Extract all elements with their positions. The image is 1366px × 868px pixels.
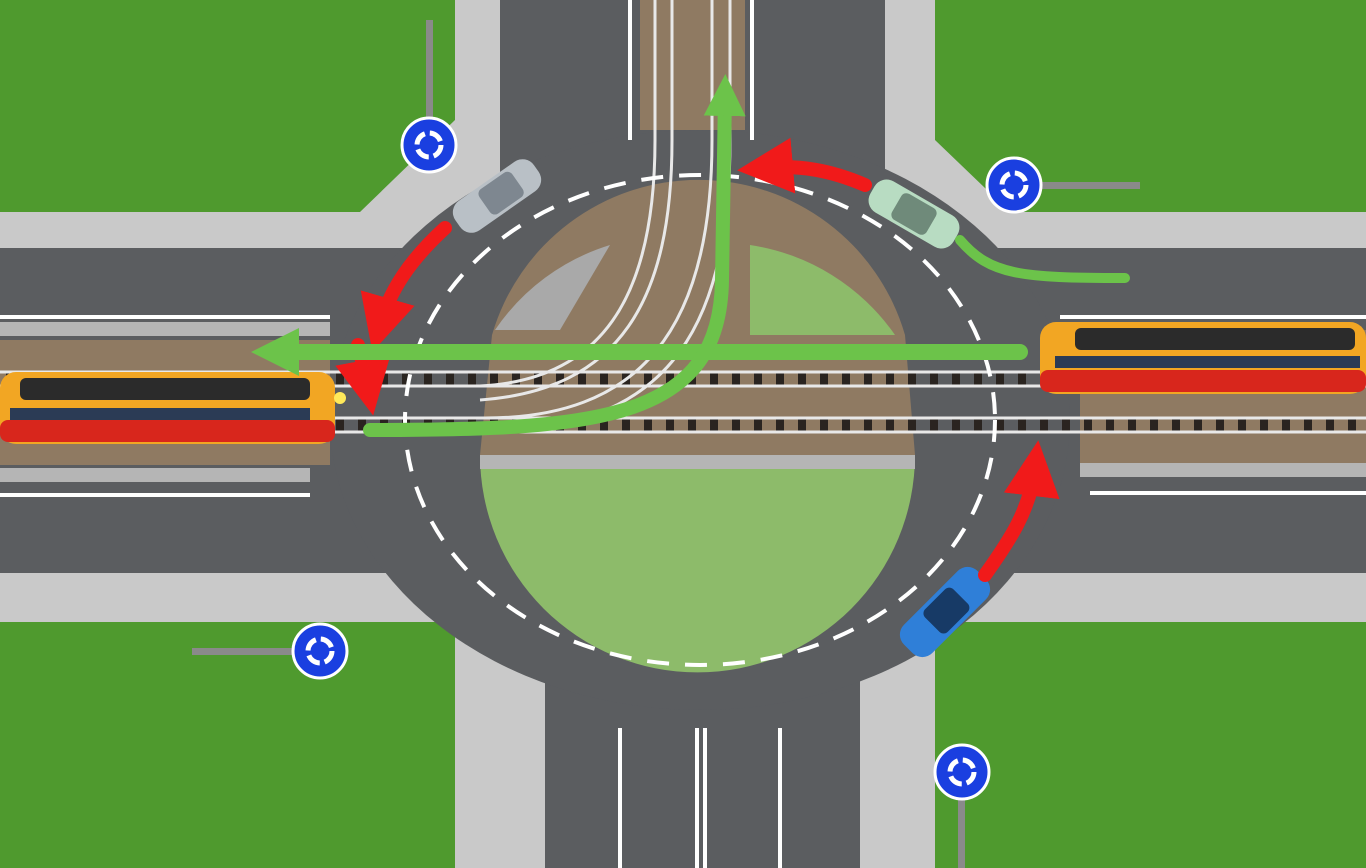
movement-arrows — [251, 74, 1130, 582]
roundabout-sign-icon — [400, 20, 458, 174]
tram-kerb — [0, 468, 310, 482]
arrow-icon — [363, 74, 746, 437]
car-mint — [868, 179, 960, 249]
arrow-icon — [360, 221, 452, 352]
car-blue — [899, 566, 991, 658]
arrow-icon — [737, 137, 872, 194]
tram-west — [0, 372, 346, 444]
roundabout-sign-icon — [933, 743, 991, 868]
roundabout-sign-icon — [985, 156, 1140, 214]
tram-kerb — [1080, 463, 1366, 477]
tram-kerb — [0, 322, 330, 336]
roundabout-signs — [192, 20, 1140, 868]
arrow-icon — [978, 440, 1060, 582]
arrow-icon — [955, 235, 1130, 283]
car-silver — [452, 159, 542, 233]
roundabout-sign-icon — [192, 622, 349, 680]
tram-east — [1040, 322, 1366, 394]
